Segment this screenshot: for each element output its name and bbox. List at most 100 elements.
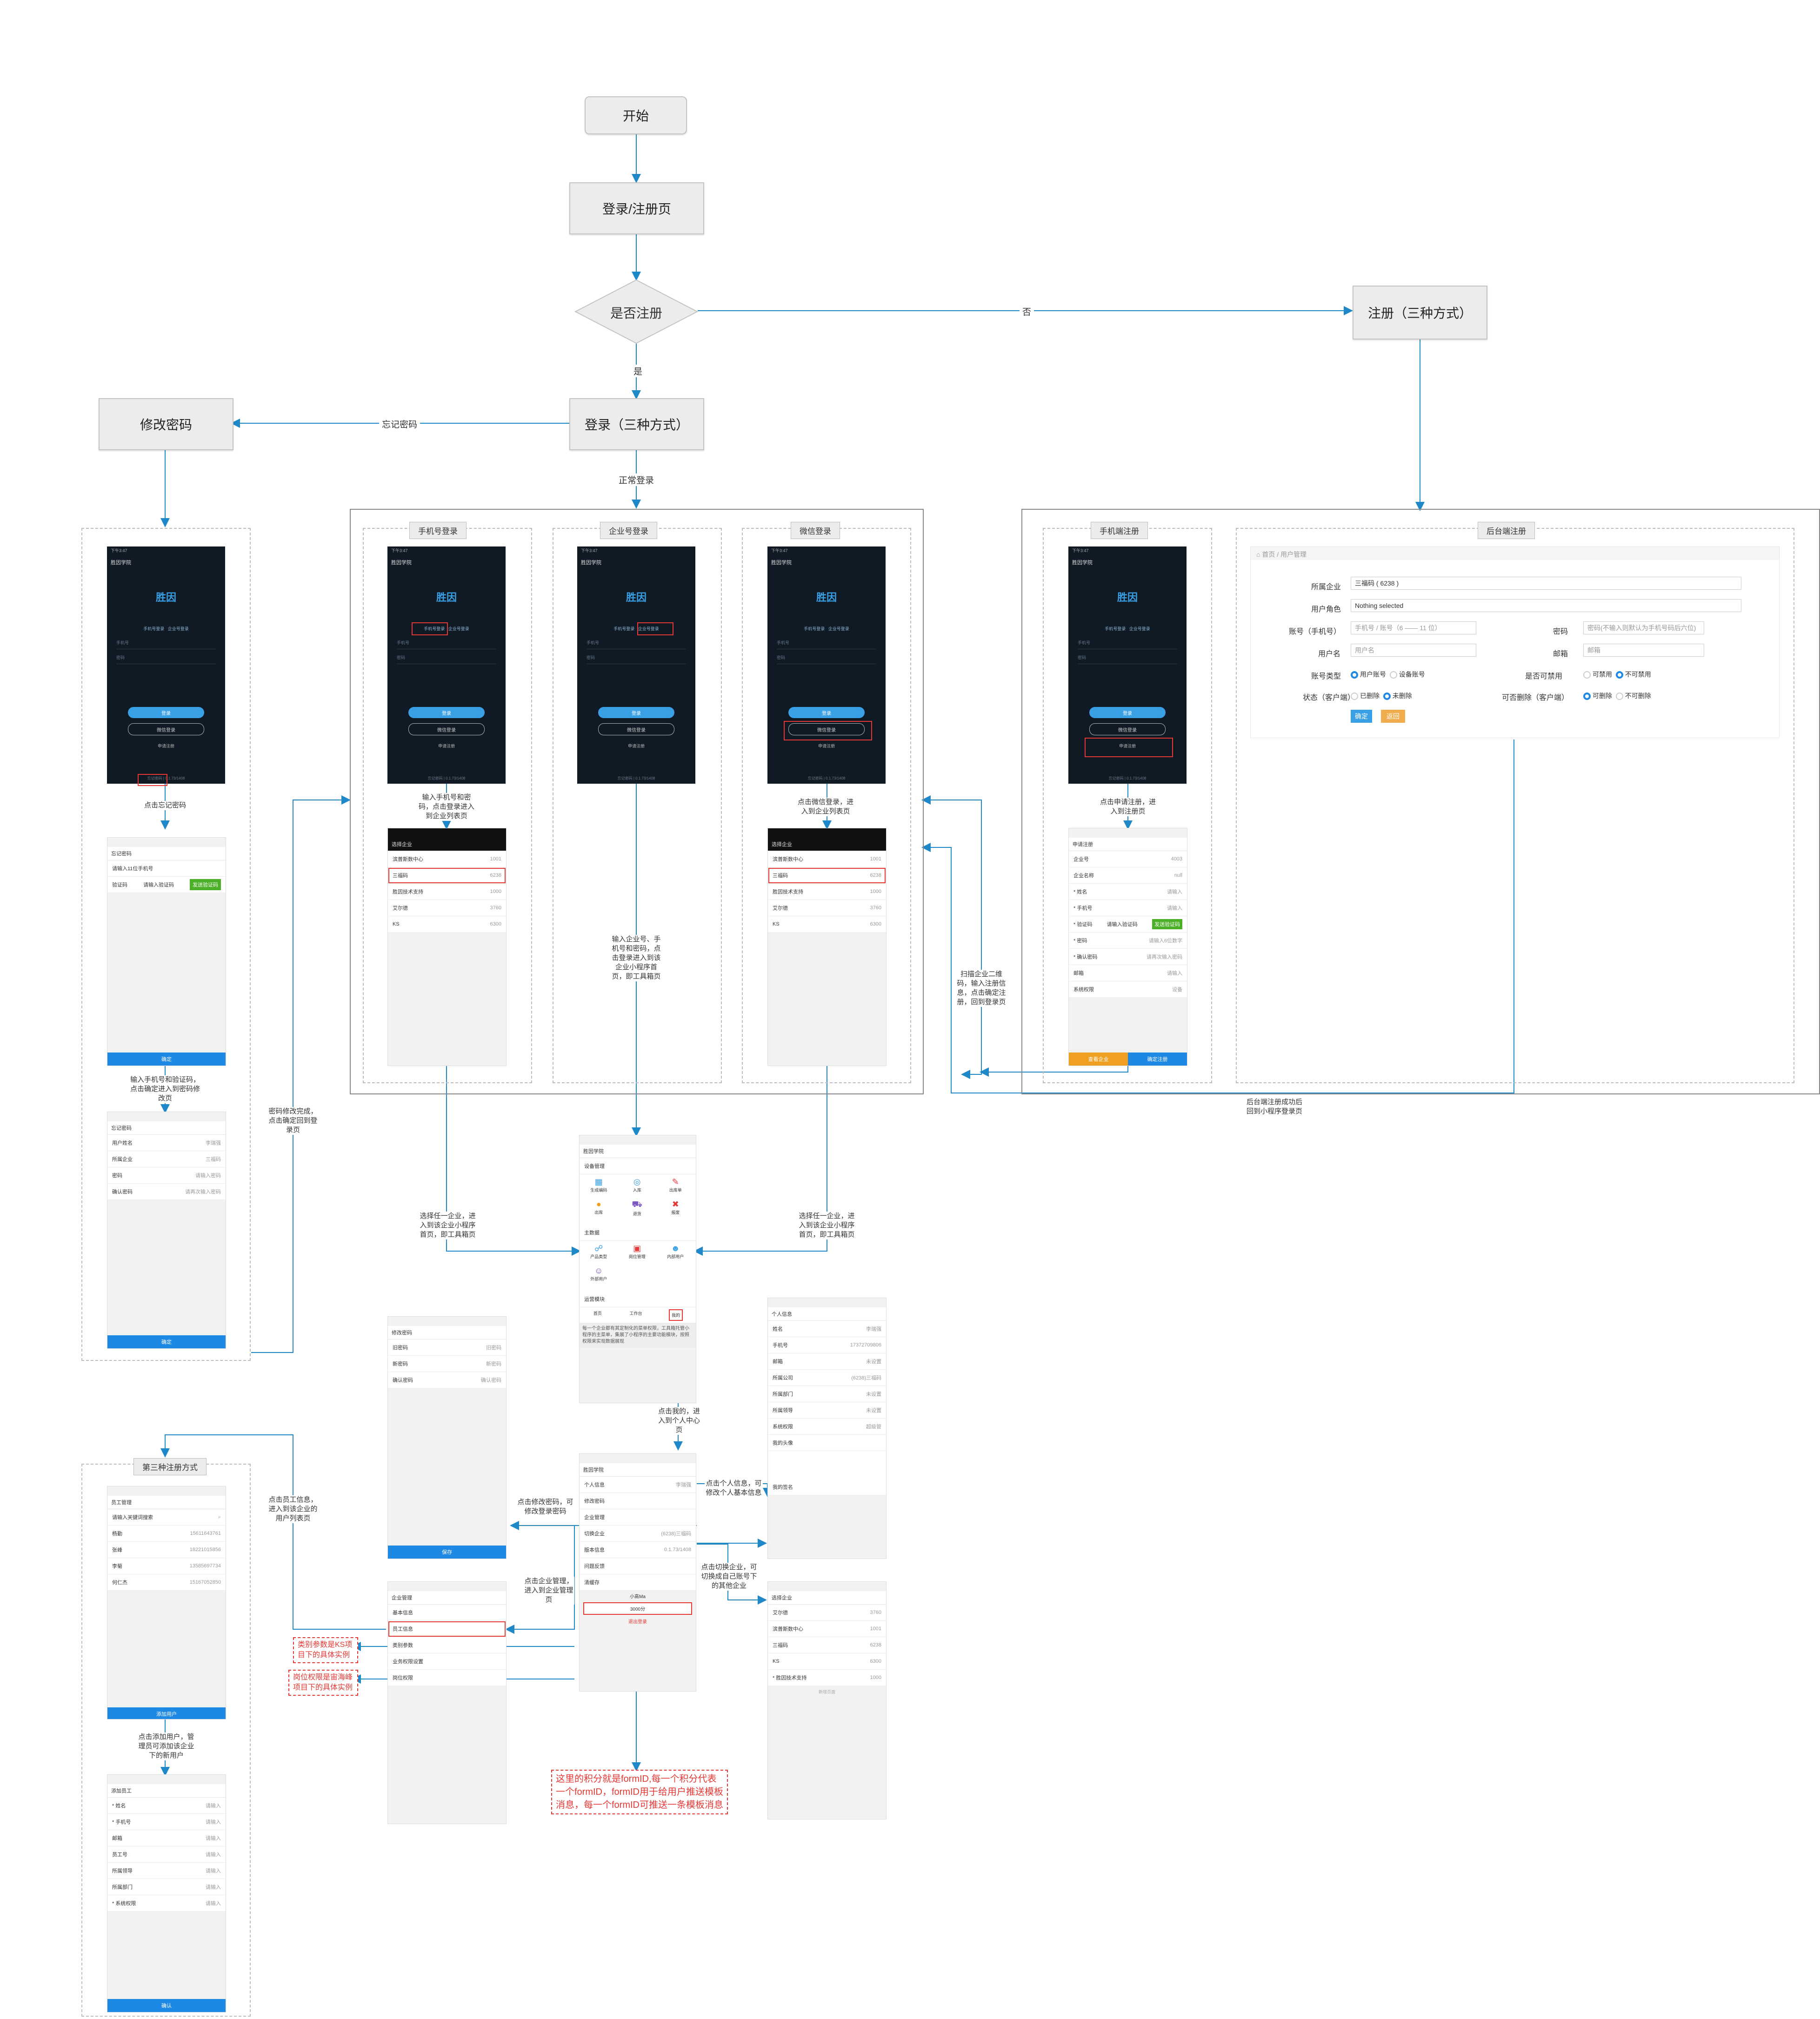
register-link[interactable]: 申请注册 <box>1119 744 1136 748</box>
back-button[interactable]: 返回 <box>1381 710 1405 723</box>
code-input[interactable]: 请输入验证码 <box>143 882 174 888</box>
login-footer[interactable]: 忘记密码 | 0.1.73/1408 <box>807 776 846 780</box>
confirm-password-input[interactable]: 请再次输入密码 <box>185 1189 221 1195</box>
phone-field[interactable]: 手机号 <box>1078 640 1177 649</box>
phone-field[interactable]: 手机号 <box>397 640 496 649</box>
mine-row[interactable]: 问题反馈 <box>580 1558 696 1574</box>
save-button[interactable]: 保存 <box>388 1546 506 1559</box>
add-staff-row[interactable]: * 手机号请输入 <box>107 1814 226 1830</box>
confirm-password-row[interactable]: 确认密码请再次输入密码 <box>107 1184 226 1200</box>
login-tabs[interactable]: 手机号登录 企业号登录 <box>577 626 695 632</box>
row-value[interactable]: 请输入 <box>1167 971 1182 976</box>
wechat-login-button[interactable]: 微信登录 <box>408 723 485 735</box>
add-staff-row[interactable]: 所属部门请输入 <box>107 1879 226 1895</box>
pw-row[interactable]: 确认密码确认密码 <box>388 1372 506 1388</box>
add-staff-row[interactable]: * 姓名请输入 <box>107 1798 226 1814</box>
phone-field[interactable]: 手机号 <box>587 640 686 649</box>
wechat-login-button[interactable]: 微信登录 <box>128 723 204 735</box>
phone-field[interactable]: 手机号 <box>777 640 876 649</box>
disable-opt2[interactable]: 不可禁用 <box>1625 671 1651 678</box>
email-input[interactable]: 邮箱 <box>1583 644 1704 657</box>
tab-mine[interactable]: 我的 <box>669 1309 683 1321</box>
wechat-login-button[interactable]: 微信登录 <box>598 723 674 735</box>
disable-options[interactable]: 可禁用 不可禁用 <box>1583 670 1651 679</box>
info-row[interactable]: 所属公司(6238)三福码 <box>768 1370 886 1386</box>
ent-row[interactable]: 类别参数 <box>388 1637 506 1653</box>
phone-input[interactable]: 请输入11位手机号 <box>107 860 226 877</box>
tab-enterprise[interactable]: 企业号登录 <box>638 626 659 631</box>
account-input[interactable]: 手机号 / 账号（6 —— 11 位） <box>1351 621 1476 634</box>
breadcrumb-home[interactable]: 首页 <box>1262 551 1275 558</box>
mine-row[interactable]: 切换企业(6238)三福码 <box>580 1526 696 1542</box>
password-field[interactable]: 密码 <box>1078 654 1177 664</box>
register-row[interactable]: 邮箱请输入 <box>1069 965 1187 981</box>
mine-row[interactable]: 企业管理 <box>580 1509 696 1526</box>
login-footer[interactable]: 忘记密码 | 0.1.73/1408 <box>147 776 185 780</box>
register-link[interactable]: 申请注册 <box>438 744 455 748</box>
state-options[interactable]: 已删除 未删除 <box>1351 691 1412 700</box>
register-link[interactable]: 申请注册 <box>157 744 174 748</box>
password-field[interactable]: 密码 <box>587 654 686 664</box>
tool-item[interactable]: ◎入库 <box>618 1177 657 1199</box>
password-field[interactable]: 密码 <box>397 654 496 664</box>
send-code-button[interactable]: 发送验证码 <box>190 879 221 890</box>
info-row[interactable]: 我的头像 <box>768 1435 886 1451</box>
radio-off-icon[interactable] <box>1583 671 1591 679</box>
pw-row[interactable]: 旧密码旧密码 <box>388 1339 506 1356</box>
company-row[interactable]: 所属企业三福码 <box>107 1151 226 1167</box>
ent-row[interactable]: 业务权限设置 <box>388 1653 506 1670</box>
mine-row[interactable]: 修改密码 <box>580 1493 696 1509</box>
new-page-link[interactable]: 新增页面 <box>818 1690 835 1694</box>
tool-item[interactable]: ⛟退货 <box>618 1199 657 1222</box>
mine-row[interactable]: 个人信息李瑞强 <box>580 1477 696 1493</box>
register-link[interactable]: 申请注册 <box>818 744 835 748</box>
tab-enterprise[interactable]: 企业号登录 <box>167 626 189 631</box>
info-row[interactable]: 所属部门未设置 <box>768 1386 886 1402</box>
role-select[interactable]: Nothing selected <box>1351 599 1741 612</box>
tool-item[interactable]: ●出库 <box>580 1199 618 1222</box>
tool-item[interactable]: ☍产品类型 <box>580 1244 618 1266</box>
tool-item[interactable]: ✎出库单 <box>656 1177 695 1199</box>
wechat-login-button[interactable]: 微信登录 <box>788 723 865 735</box>
register-link[interactable]: 申请注册 <box>627 744 645 748</box>
tool-item[interactable]: ☺外部用户 <box>580 1266 618 1288</box>
login-button[interactable]: 登录 <box>408 707 485 718</box>
home-icon[interactable]: ⌂ <box>1256 551 1260 558</box>
radio-on-icon[interactable] <box>1615 671 1623 679</box>
delete-opt1[interactable]: 可删除 <box>1593 692 1612 700</box>
password-field[interactable]: 密码 <box>116 654 216 664</box>
row-input[interactable]: 请输入 <box>206 1803 221 1809</box>
tab-enterprise[interactable]: 企业号登录 <box>828 626 849 631</box>
login-footer[interactable]: 忘记密码 | 0.1.73/1408 <box>427 776 466 780</box>
phone-field[interactable]: 手机号 <box>116 640 216 649</box>
password-input[interactable]: 密码(不输入则默认为手机号码后六位) <box>1583 621 1704 634</box>
row-value[interactable]: 请输入验证码 <box>1107 922 1138 927</box>
state-opt1[interactable]: 已删除 <box>1360 692 1380 700</box>
type-options[interactable]: 用户账号 设备账号 <box>1351 670 1425 679</box>
row-input[interactable]: 请输入 <box>206 1868 221 1874</box>
view-company-button[interactable]: 查看企业 <box>1069 1053 1128 1066</box>
points-box[interactable]: 3000分 <box>583 1602 692 1615</box>
company-select[interactable]: 三福码 ( 6238 ) <box>1351 577 1741 590</box>
add-staff-row[interactable]: 邮箱请输入 <box>107 1830 226 1846</box>
login-button[interactable]: 登录 <box>1089 707 1166 718</box>
tab-phone[interactable]: 手机号登录 <box>613 626 635 631</box>
confirm-add-button[interactable]: 确认 <box>107 1999 226 2012</box>
ok-button[interactable]: 确定 <box>1351 710 1372 723</box>
